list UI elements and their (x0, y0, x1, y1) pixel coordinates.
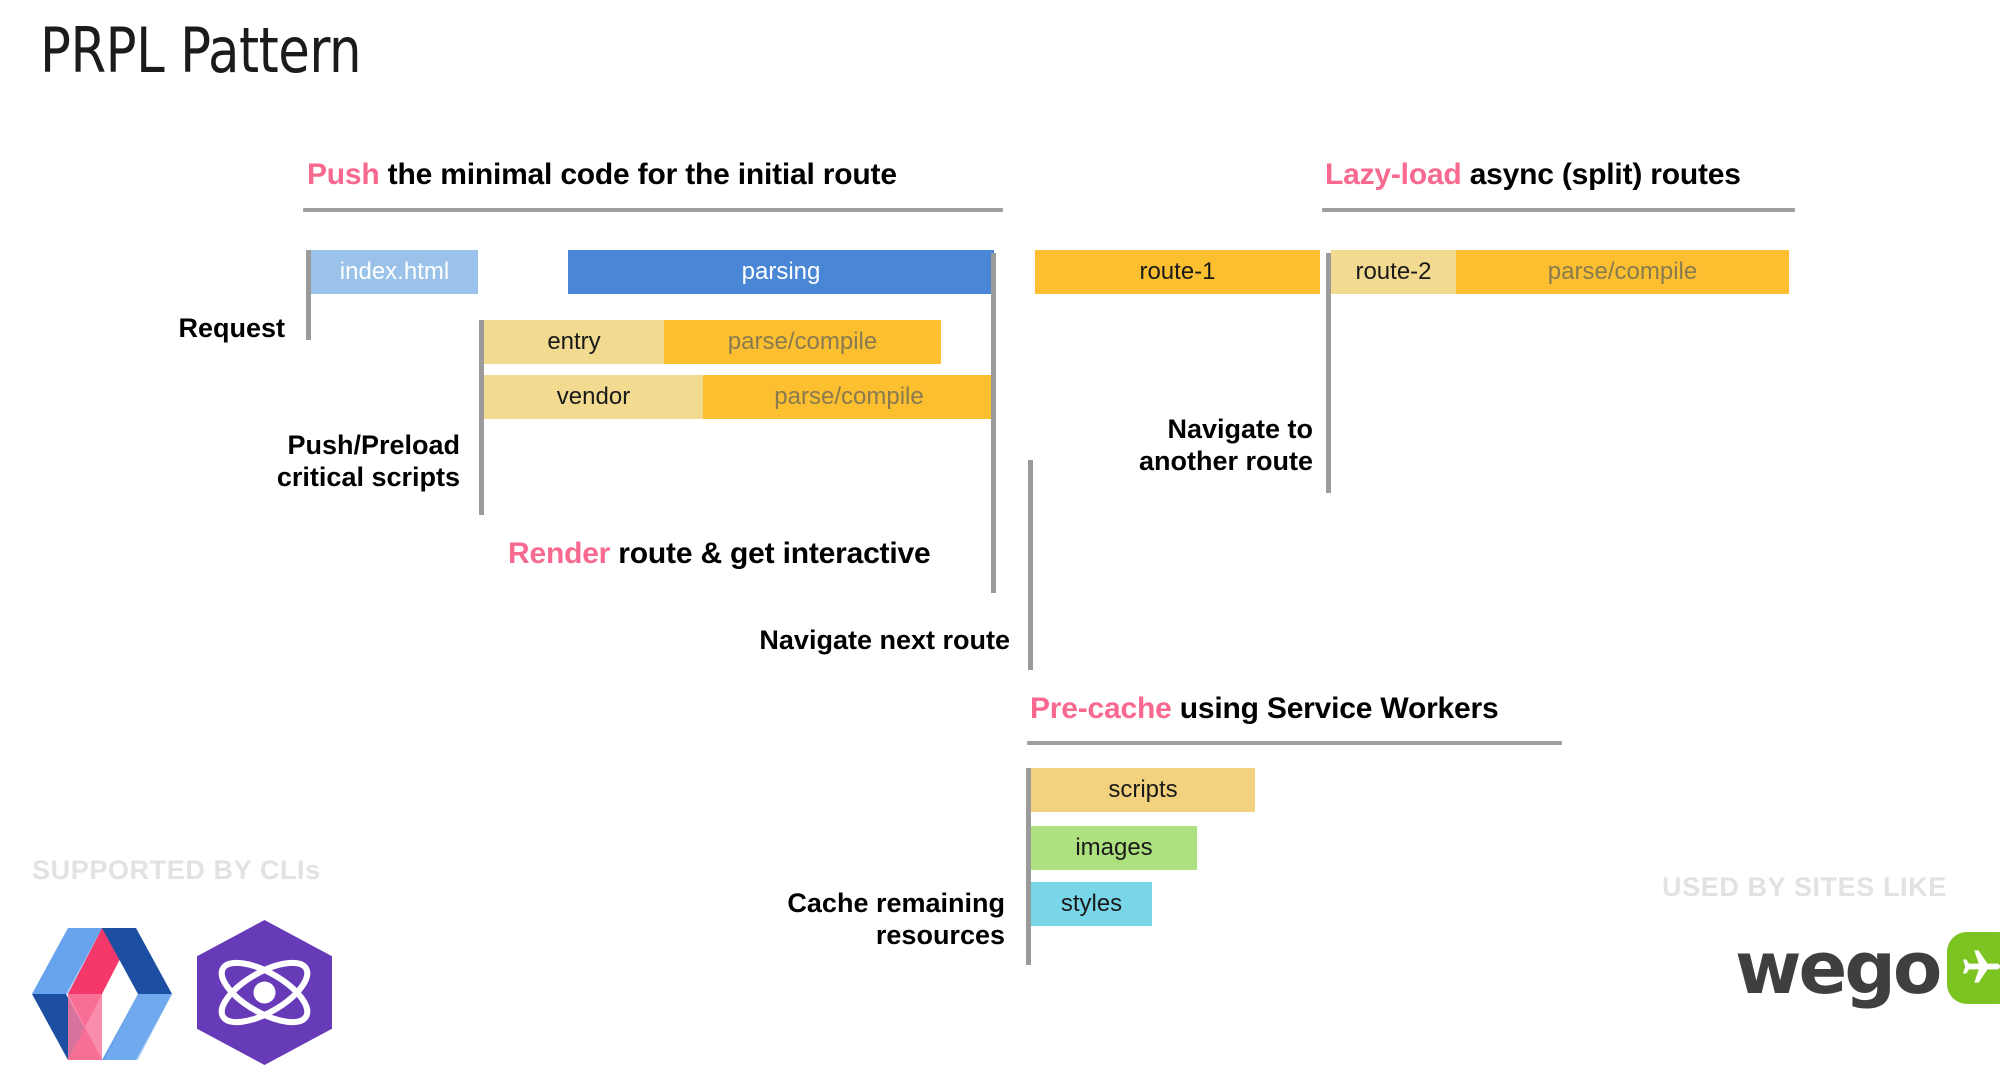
cache-remaining-label: Cache remaining resources (660, 888, 1005, 952)
page-title: PRPL Pattern (40, 14, 362, 87)
bar-segment-parsing: parsing (568, 250, 994, 294)
lazy-load-section-rule (1322, 208, 1795, 212)
navigate-another-route-line2: another route (1138, 445, 1313, 476)
bar-images: images (1031, 826, 1197, 870)
bar-route-2: route-2 parse/compile (1331, 250, 1789, 294)
airplane-icon (1963, 950, 2000, 983)
cache-remaining-line1: Cache remaining (787, 888, 1005, 918)
precache-heading-rest: using Service Workers (1171, 692, 1499, 725)
bar-segment-vendor-parse-compile: parse/compile (703, 375, 995, 419)
render-heading-accent: Render (508, 537, 611, 570)
used-by-sites-like-tagline: USED BY SITES LIKE (1662, 872, 1947, 902)
bar-route-1: route-1 (1035, 250, 1320, 294)
bar-segment-entry-label: entry (484, 320, 664, 364)
precache-section-heading: Pre-cache using Service Workers (1030, 692, 1499, 726)
lazy-load-heading-accent: Lazy-load (1325, 158, 1462, 191)
push-preload-label-line2: critical scripts (276, 461, 460, 492)
bar-scripts: scripts (1031, 768, 1255, 812)
bar-vendor: vendor parse/compile (484, 375, 995, 419)
bar-entry: entry parse/compile (484, 320, 941, 364)
bar-index-html: index.html (311, 250, 478, 294)
bar-segment-scripts: scripts (1031, 768, 1255, 812)
precache-section-rule (1027, 741, 1562, 745)
push-preload-label-line1: Push/Preload (287, 430, 460, 460)
render-heading-rest: route & get interactive (610, 537, 931, 570)
request-label: Request (178, 313, 285, 343)
push-section-heading: Push the minimal code for the initial ro… (307, 158, 897, 192)
bar-segment-images: images (1031, 826, 1197, 870)
navigate-another-route-axis (1326, 253, 1331, 493)
push-section-rule (303, 208, 1003, 212)
navigate-another-route-line1: Navigate to (1167, 414, 1313, 444)
cache-remaining-line2: resources (875, 919, 1005, 950)
wego-logo: wego (1735, 932, 2000, 1004)
bar-segment-index-html: index.html (311, 250, 478, 294)
precache-heading-accent: Pre-cache (1030, 692, 1172, 725)
navigate-next-route-label: Navigate next route (759, 625, 1010, 655)
navigate-next-route-axis (1028, 460, 1033, 670)
request-axis (306, 250, 311, 340)
supported-by-clis-tagline: SUPPORTED BY CLIs (32, 855, 321, 885)
render-section-heading: Render route & get interactive (508, 537, 931, 571)
bar-parsing: parsing (568, 250, 994, 294)
polymer-logo (32, 928, 172, 1060)
lazy-load-heading-rest: async (split) routes (1461, 158, 1741, 191)
preact-logo (197, 920, 332, 1065)
bar-segment-entry-parse-compile: parse/compile (664, 320, 941, 364)
bar-segment-route-2-parse-compile: parse/compile (1456, 250, 1789, 294)
push-heading-accent: Push (307, 158, 380, 191)
bar-segment-styles: styles (1031, 882, 1152, 926)
bar-segment-route-2-label: route-2 (1331, 250, 1456, 294)
bar-segment-route-1: route-1 (1035, 250, 1320, 294)
wego-wordmark: wego (1735, 926, 1942, 1010)
push-preload-label: Push/Preload critical scripts (160, 430, 460, 494)
bar-segment-vendor-label: vendor (484, 375, 703, 419)
bar-styles: styles (1031, 882, 1152, 926)
push-preload-axis (479, 320, 484, 515)
precache-axis (1026, 768, 1031, 965)
navigate-another-route-label: Navigate to another route (1030, 414, 1313, 478)
render-axis (991, 253, 996, 593)
lazy-load-section-heading: Lazy-load async (split) routes (1325, 158, 1741, 192)
push-heading-rest: the minimal code for the initial route (379, 158, 897, 191)
wego-plane-tile (1947, 932, 2000, 1004)
